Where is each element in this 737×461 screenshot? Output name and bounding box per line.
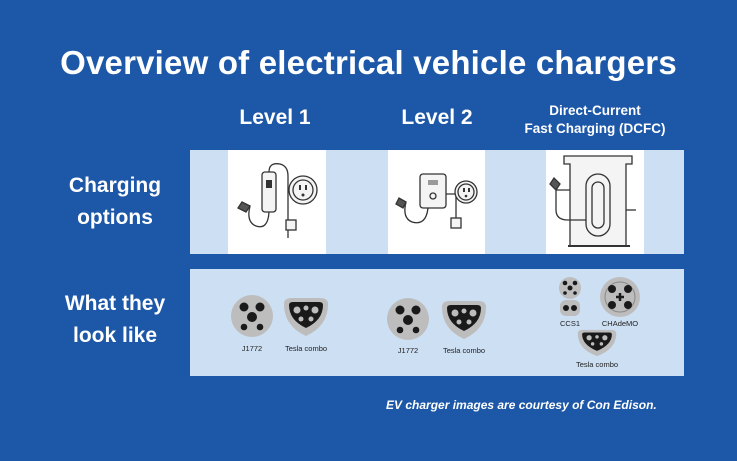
level-1-j1772-caption: J1772: [241, 344, 263, 353]
dcfc-heading-line-1: Direct-Current: [549, 103, 641, 118]
tesla-combo-icon: [577, 329, 617, 357]
dcfc-tesla-caption: Tesla combo: [575, 360, 619, 369]
level-2-tesla-connector: [440, 299, 488, 341]
column-heading-level-2: Level 2: [401, 106, 473, 129]
dcfc-tesla-connector: [576, 328, 618, 358]
charging-label-line-1: Charging: [68, 174, 162, 197]
dcfc-charger-icon: [549, 155, 636, 247]
dcfc-charger-card: [546, 150, 644, 254]
dcfc-chademo-connector: [599, 276, 641, 318]
chademo-icon: [600, 277, 640, 317]
tesla-combo-icon: [284, 298, 328, 336]
dcfc-heading-line-2: Fast Charging (DCFC): [524, 121, 666, 136]
level-1-j1772-connector: [230, 294, 274, 338]
dcfc-ccs1-connector: [555, 276, 585, 318]
level-2-j1772-caption: J1772: [397, 346, 419, 355]
j1772-icon: [231, 295, 273, 337]
dcfc-chademo-caption: CHAdeMO: [601, 319, 639, 328]
charging-label-line-2: options: [77, 206, 153, 229]
page-title: Overview of electrical vehicle chargers: [60, 44, 677, 81]
j1772-icon: [387, 298, 429, 340]
level-1-tesla-caption: Tesla combo: [284, 344, 328, 353]
level-2-charger-card: [388, 150, 485, 254]
level-2-j1772-connector: [386, 297, 430, 341]
level-1-charger-icon: [237, 163, 318, 238]
level-1-tesla-connector: [282, 296, 330, 338]
level-2-charger-icon: [395, 173, 478, 229]
dcfc-ccs1-caption: CCS1: [559, 319, 580, 328]
row-label-charging-options: Charging options: [40, 170, 190, 234]
row-label-what-they-look-like: What they look like: [40, 288, 190, 352]
column-heading-dcfc: Direct-Current Fast Charging (DCFC): [510, 102, 680, 138]
image-credit: EV charger images are courtesy of Con Ed…: [386, 398, 657, 412]
level-1-charger-card: [228, 150, 326, 254]
look-label-line-1: What they: [64, 292, 166, 315]
column-heading-level-1: Level 1: [239, 106, 311, 129]
connectors-band: [190, 269, 684, 376]
ccs1-icon: [559, 277, 581, 316]
level-2-tesla-caption: Tesla combo: [442, 346, 486, 355]
tesla-combo-icon: [442, 301, 486, 339]
look-label-line-2: look like: [72, 324, 158, 347]
